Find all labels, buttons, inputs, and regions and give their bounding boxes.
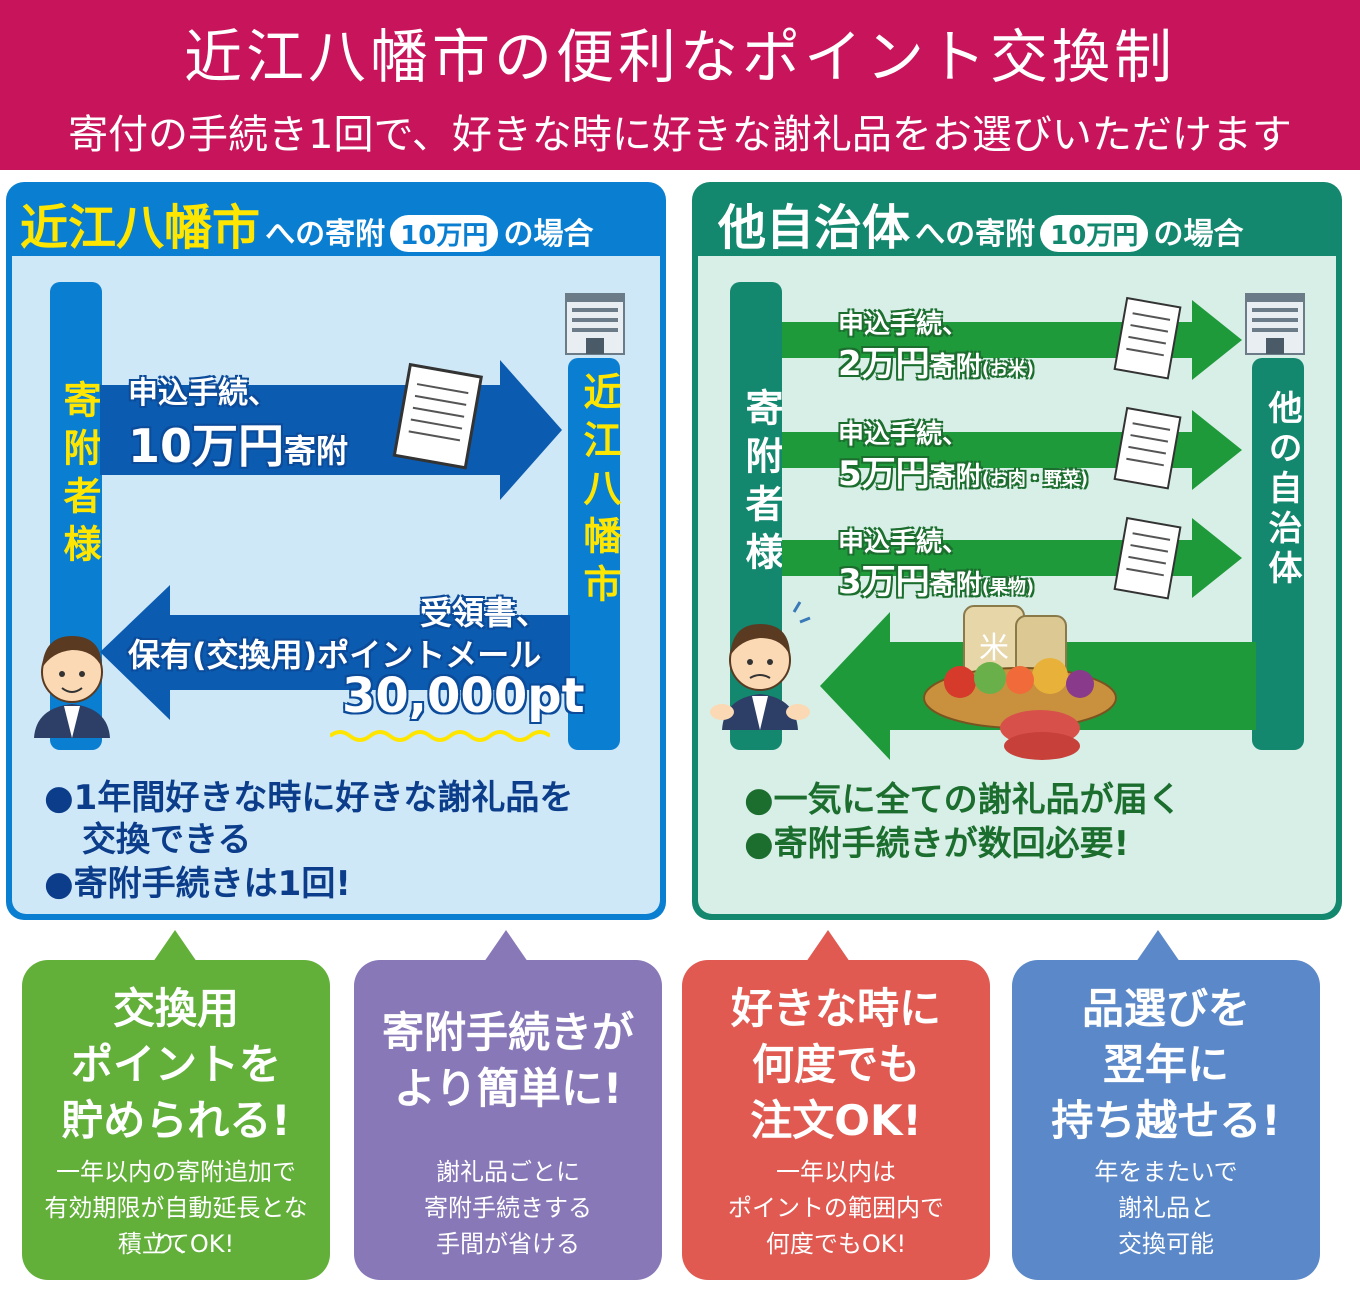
box-3-desc-1: 一年以内は bbox=[776, 1158, 896, 1186]
left-arrow-label-line1: 申込手続、 bbox=[128, 376, 278, 411]
left-return-points: 30,000pt bbox=[342, 668, 585, 724]
box-3-title-3: 注文OK! bbox=[750, 1096, 922, 1145]
page-subtitle: 寄付の手続き1回で、好きな時に好きな謝礼品をお選びいただけます bbox=[68, 112, 1292, 158]
box-4-title-3: 持ち越せる! bbox=[1051, 1096, 1281, 1145]
left-heading-tail: の場合 bbox=[503, 217, 594, 252]
right-arrow-1-amount: 2万円 bbox=[838, 344, 930, 384]
produce-basket-icon: 米 bbox=[923, 605, 1117, 760]
feature-box-carryover: 品選びを 翌年に 持ち越せる! 年をまたいで 謝礼品と 交換可能 bbox=[1012, 960, 1320, 1280]
document-icon bbox=[1113, 406, 1182, 490]
right-arrow-2-line1: 申込手続、 bbox=[838, 420, 969, 450]
box-4-pointer bbox=[1136, 930, 1180, 962]
right-arrow-2-line2: 5万円寄附(お肉・野菜) bbox=[838, 446, 1088, 495]
left-city-label: 近江八幡市 bbox=[577, 372, 621, 612]
box-4-desc-1: 年をまたいで bbox=[1094, 1158, 1238, 1186]
left-return-arrow bbox=[100, 585, 570, 720]
right-heading-tail: の場合 bbox=[1153, 217, 1244, 252]
right-donor-label: 寄附者様 bbox=[739, 388, 783, 580]
right-arrow-1 bbox=[782, 300, 1242, 380]
right-bullet-2: ●寄附手続きが数回必要! bbox=[744, 824, 1130, 864]
box-2-pointer bbox=[484, 930, 528, 962]
right-arrow-3-note: (果物) bbox=[981, 577, 1035, 598]
left-bullet-1: ●1年間好きな時に好きな謝礼品を bbox=[44, 778, 574, 818]
right-arrow-2-kifu: 寄附 bbox=[929, 462, 982, 492]
left-arrow-amount: 10万円 bbox=[128, 419, 285, 473]
box-3-title-2: 何度でも bbox=[751, 1040, 920, 1089]
right-bullet-1: ●一気に全ての謝礼品が届く bbox=[744, 780, 1182, 820]
right-arrow-3 bbox=[782, 518, 1242, 598]
right-arrow-1-line2: 2万円寄附(お米) bbox=[838, 336, 1034, 385]
box-2-title-1: 寄附手続きが bbox=[381, 1008, 634, 1057]
feature-box-simple: 寄附手続きが より簡単に! 謝礼品ごとに 寄附手続きする 手間が省ける bbox=[354, 960, 662, 1280]
box-1-title-3: 貯められる! bbox=[61, 1096, 291, 1145]
box-3-desc-2: ポイントの範囲内で bbox=[728, 1194, 944, 1222]
box-4-title-2: 翌年に bbox=[1102, 1040, 1229, 1089]
left-bullet-1-cont: 交換できる bbox=[82, 820, 252, 860]
building-icon bbox=[565, 293, 625, 355]
document-icon bbox=[1113, 516, 1182, 600]
points-underline bbox=[330, 730, 550, 742]
right-arrow-3-amount: 3万円 bbox=[838, 562, 930, 602]
person-worried-icon bbox=[710, 601, 811, 730]
right-city-bar bbox=[1252, 358, 1304, 750]
right-city-label: 他の自治体 bbox=[1262, 390, 1302, 590]
person-smiling-icon bbox=[34, 636, 110, 738]
box-1-title-2: ポイントを bbox=[70, 1040, 281, 1089]
box-2-desc-2: 寄附手続きする bbox=[424, 1194, 592, 1222]
left-heading-city: 近江八幡市 bbox=[20, 200, 261, 256]
box-2-title-2: より簡単に! bbox=[393, 1064, 623, 1113]
box-1-desc-1: 一年以内の寄附追加で bbox=[56, 1158, 296, 1186]
right-arrow-2-amount: 5万円 bbox=[838, 454, 930, 494]
box-4-title-1: 品選びを bbox=[1081, 984, 1250, 1033]
feature-box-points: 交換用 ポイントを 貯められる! 一年以内の寄附追加で 有効期限が自動延長となり… bbox=[22, 960, 330, 1280]
right-panel-heading: 他自治体 への寄附 10万円 の場合 bbox=[718, 188, 1244, 256]
right-arrow-3-line2: 3万円寄附(果物) bbox=[838, 554, 1034, 603]
right-heading-amount: 10万円 bbox=[1040, 215, 1149, 252]
box-1-desc-3: 積立てOK! bbox=[117, 1230, 235, 1258]
left-panel-heading: 近江八幡市 への寄附 10万円 の場合 bbox=[20, 188, 594, 256]
box-2-desc-1: 謝礼品ごとに bbox=[436, 1158, 580, 1186]
right-arrow-3-kifu: 寄附 bbox=[929, 570, 982, 600]
right-arrow-1-line1: 申込手続、 bbox=[838, 310, 969, 340]
right-panel-body bbox=[698, 256, 1336, 914]
rice-bag-label: 米 bbox=[979, 631, 1009, 666]
left-heading-amount: 10万円 bbox=[390, 215, 499, 252]
header-banner bbox=[0, 0, 1360, 170]
left-return-label-line2: 保有(交換用)ポイントメール bbox=[128, 636, 542, 674]
box-3-desc-3: 何度でもOK! bbox=[765, 1230, 907, 1258]
document-icon bbox=[392, 362, 483, 470]
right-arrow-2-note: (お肉・野菜) bbox=[981, 469, 1089, 490]
box-4-desc-2: 謝礼品と bbox=[1118, 1194, 1214, 1222]
right-arrow-1-kifu: 寄附 bbox=[929, 352, 982, 382]
page-title: 近江八幡市の便利なポイント交換制 bbox=[183, 23, 1176, 91]
box-3-title-1: 好きな時に bbox=[730, 984, 941, 1033]
right-heading-name: 他自治体 bbox=[718, 200, 911, 256]
right-arrow-1-note: (お米) bbox=[981, 359, 1035, 380]
document-icon bbox=[1113, 296, 1182, 380]
left-bullet-2: ●寄附手続きは1回! bbox=[44, 864, 351, 904]
feature-box-anytime: 好きな時に 何度でも 注文OK! 一年以内は ポイントの範囲内で 何度でもOK! bbox=[682, 960, 990, 1280]
box-3-pointer bbox=[806, 930, 850, 962]
right-heading-mid: への寄附 bbox=[915, 217, 1036, 252]
left-arrow-kifu: 寄附 bbox=[284, 432, 349, 470]
box-1-desc-2: 有効期限が自動延長となり、 bbox=[44, 1194, 308, 1258]
box-1-pointer bbox=[153, 930, 197, 962]
right-arrow-3-line1: 申込手続、 bbox=[838, 528, 969, 558]
left-arrow-label-line2: 10万円寄附 bbox=[128, 410, 348, 476]
building-icon bbox=[1245, 293, 1305, 355]
left-panel-body bbox=[12, 256, 660, 914]
left-city-bar bbox=[568, 358, 620, 750]
box-1-title-1: 交換用 bbox=[112, 984, 239, 1033]
right-arrow-2 bbox=[782, 410, 1242, 490]
left-donor-label: 寄附者様 bbox=[57, 380, 101, 572]
left-return-label-line1: 受領書、 bbox=[420, 594, 549, 632]
left-heading-mid: への寄附 bbox=[265, 217, 386, 252]
box-4-desc-3: 交換可能 bbox=[1118, 1230, 1214, 1258]
box-2-desc-3: 手間が省ける bbox=[436, 1230, 580, 1258]
